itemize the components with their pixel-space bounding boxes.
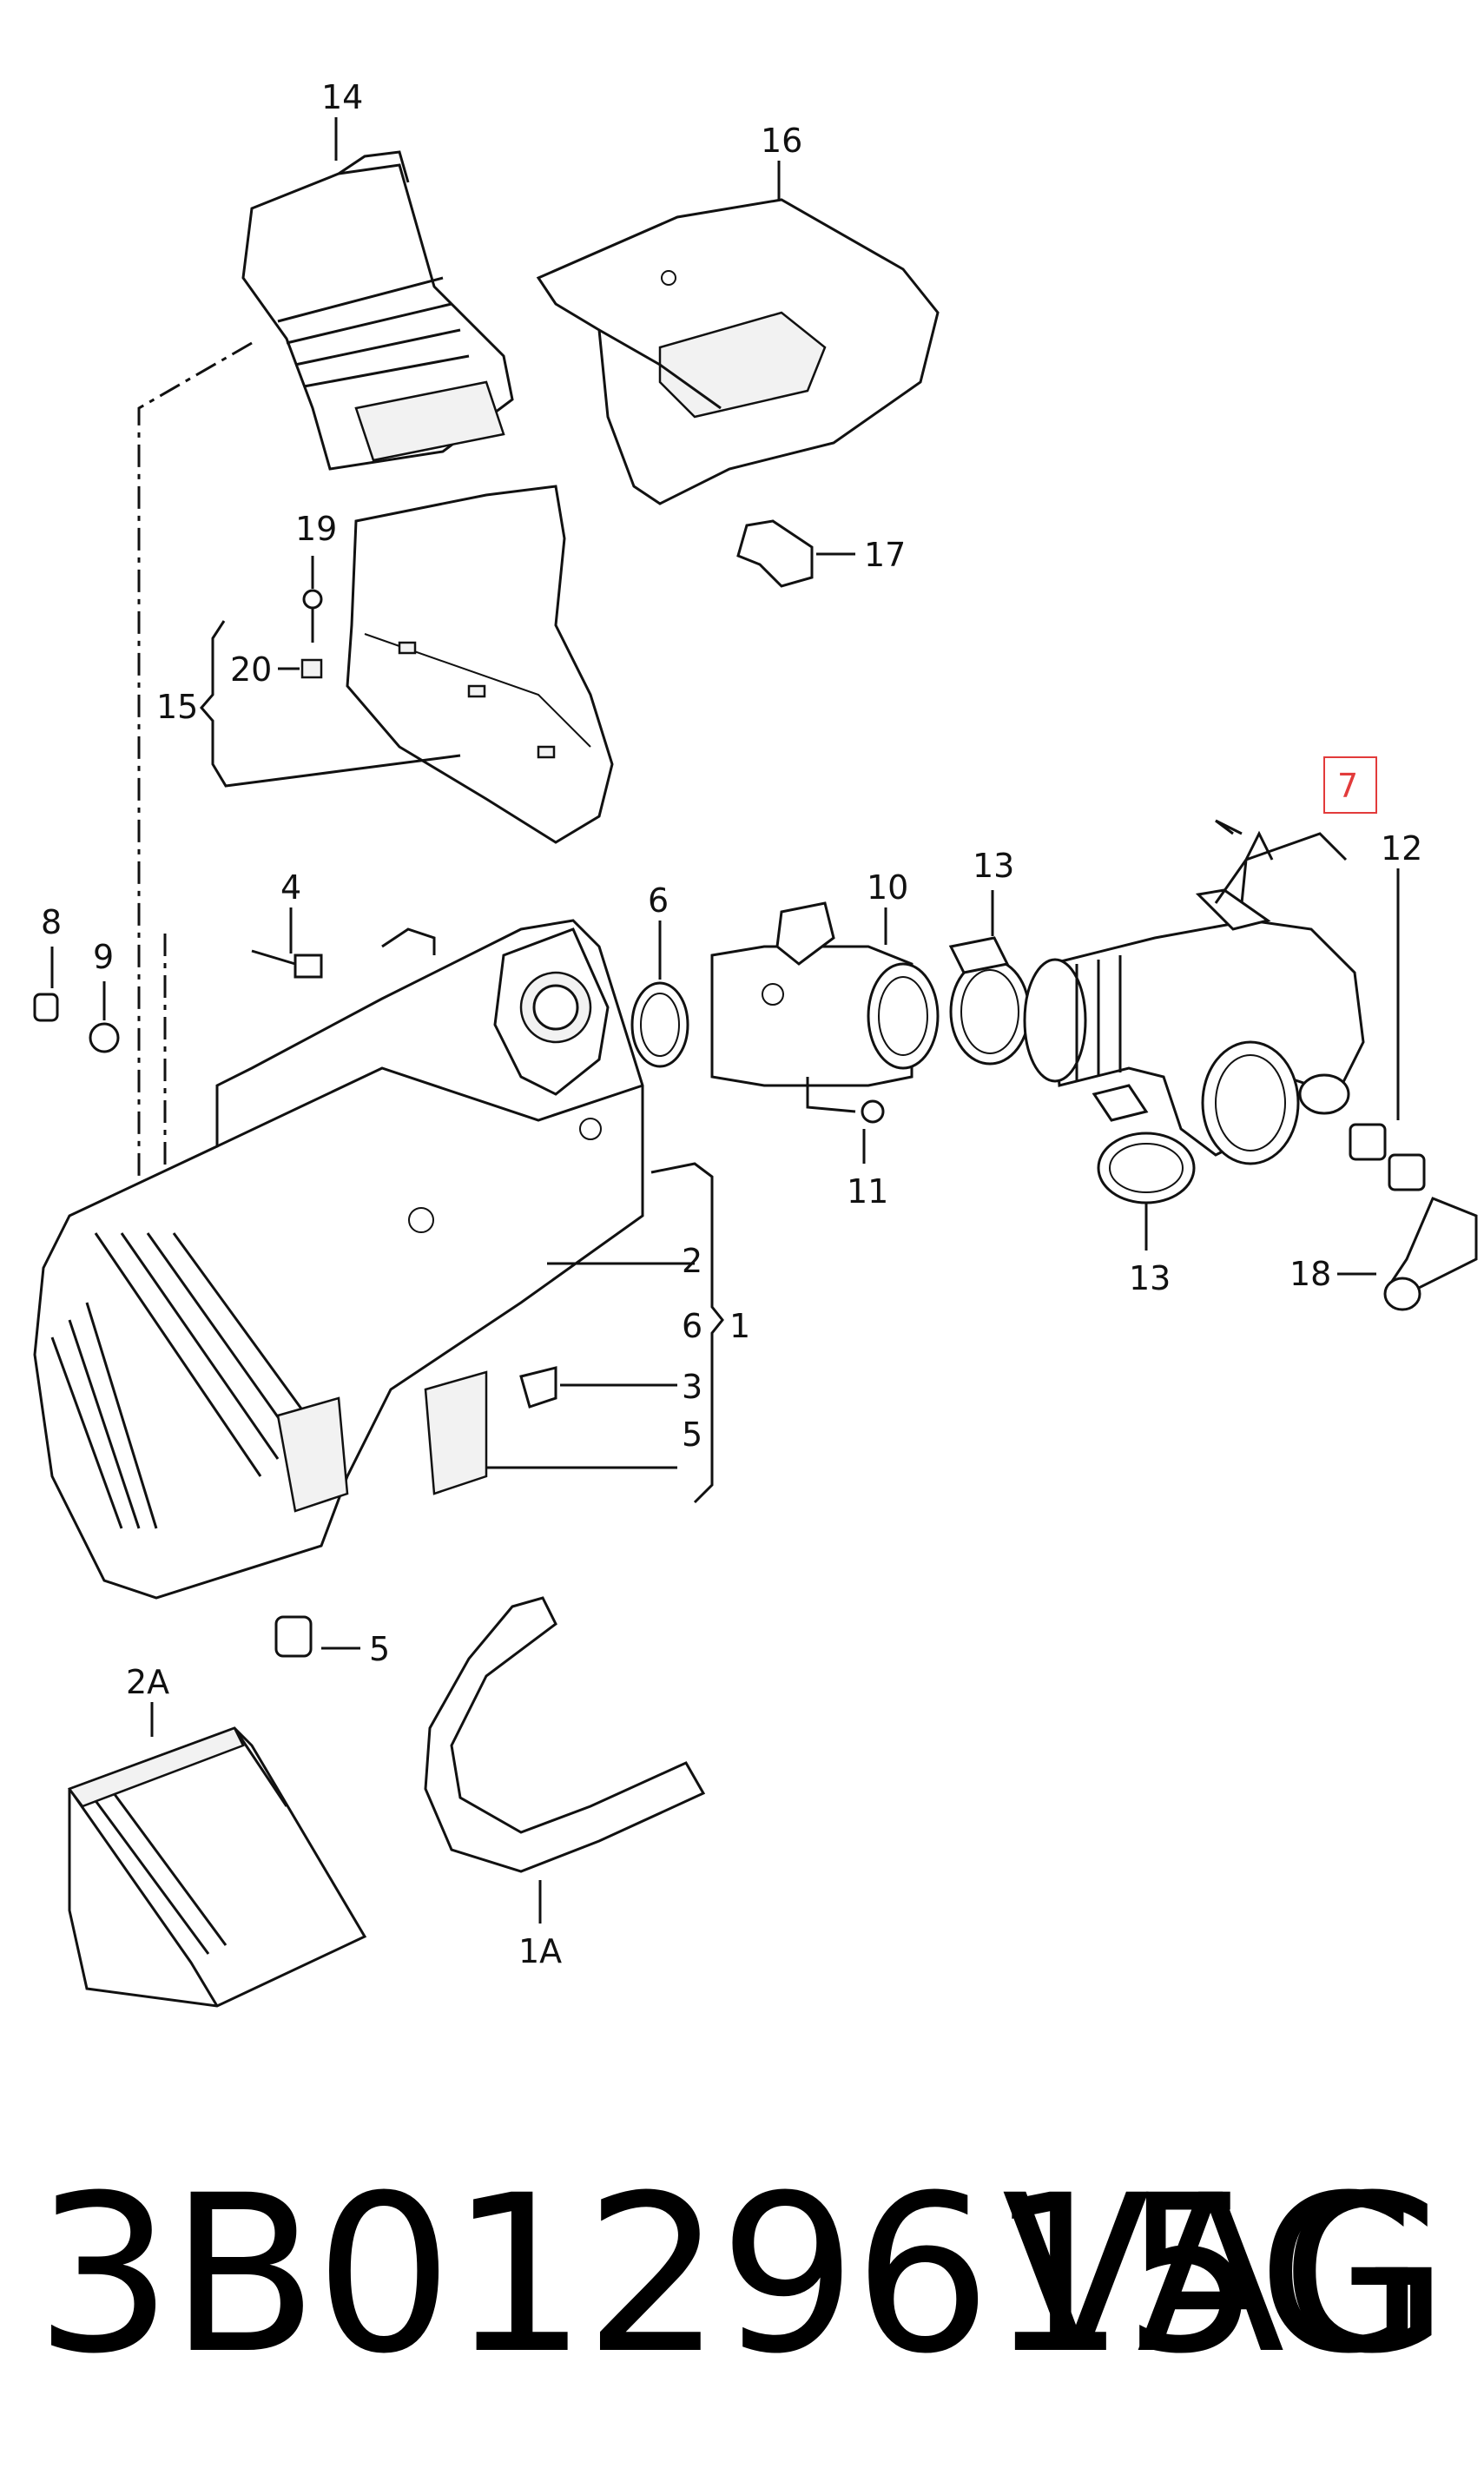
label-2: 2 [682, 1242, 702, 1280]
part-number: 3B0129615G [35, 2148, 1426, 2401]
brace-15 [200, 620, 461, 788]
brace-1 [650, 1162, 724, 1504]
label-5a: 5 [369, 1630, 390, 1668]
label-18: 18 [1289, 1255, 1331, 1293]
label-1: 1 [729, 1307, 750, 1345]
part-11-screw [806, 1077, 885, 1124]
part-20-nut [300, 658, 323, 679]
brace-7 [1240, 830, 1348, 904]
label-13b: 13 [1129, 1259, 1171, 1297]
label-10: 10 [867, 868, 908, 907]
part-9-grommet [89, 1022, 120, 1053]
label-1A: 1A [518, 1932, 562, 1970]
part-5-rubber-mount [274, 1615, 313, 1658]
part-13-hose-clamp-top [948, 936, 1031, 1066]
label-15: 15 [156, 688, 198, 726]
label-12: 12 [1381, 829, 1422, 868]
part-14-intake-duct [241, 150, 514, 471]
exploded-parts-diagram: 14 16 17 19 20 15 [33, 78, 1478, 2008]
label-17: 17 [864, 536, 906, 574]
leader-7 [1214, 859, 1248, 904]
part-15-bracket [346, 485, 614, 844]
footer: 3B0129615G VAG [0, 2145, 1484, 2405]
label-6b: 6 [682, 1307, 702, 1345]
part-3-clip [519, 1366, 557, 1409]
label-2A: 2A [126, 1663, 169, 1701]
label-11: 11 [847, 1172, 888, 1211]
label-13a: 13 [973, 847, 1014, 885]
label-9: 9 [93, 938, 114, 976]
label-7: 7 [1337, 767, 1358, 805]
label-5b: 5 [682, 1415, 702, 1454]
label-20: 20 [230, 650, 272, 689]
part-10-air-mass-meter [710, 901, 940, 1087]
part-17-clip [736, 519, 814, 588]
label-14: 14 [321, 78, 363, 116]
part-19-screw [302, 589, 323, 643]
part-12-connector [1349, 1123, 1426, 1191]
label-4: 4 [280, 868, 301, 907]
assembly-line-left [137, 341, 253, 1224]
part-13-hose-clamp-bottom [1092, 1084, 1196, 1204]
label-16: 16 [761, 122, 802, 160]
label-8: 8 [41, 903, 62, 941]
part-7-air-intake-hose [1023, 888, 1365, 1165]
brace-7-left [1215, 819, 1243, 835]
part-1-air-filter-housing [33, 919, 644, 1600]
part-4-bolt [251, 949, 323, 979]
brand-name: VAG [1001, 2148, 1449, 2401]
label-3: 3 [682, 1368, 702, 1406]
part-18-vent-hose [1383, 1197, 1478, 1311]
highlight-box-7 [1323, 756, 1377, 814]
part-1A-seal [424, 1596, 706, 1873]
label-6: 6 [648, 881, 669, 920]
part-2A-filter-element [67, 1726, 367, 2008]
label-19: 19 [295, 510, 337, 548]
part-16-cover [536, 198, 940, 505]
part-8-pin [33, 993, 59, 1022]
